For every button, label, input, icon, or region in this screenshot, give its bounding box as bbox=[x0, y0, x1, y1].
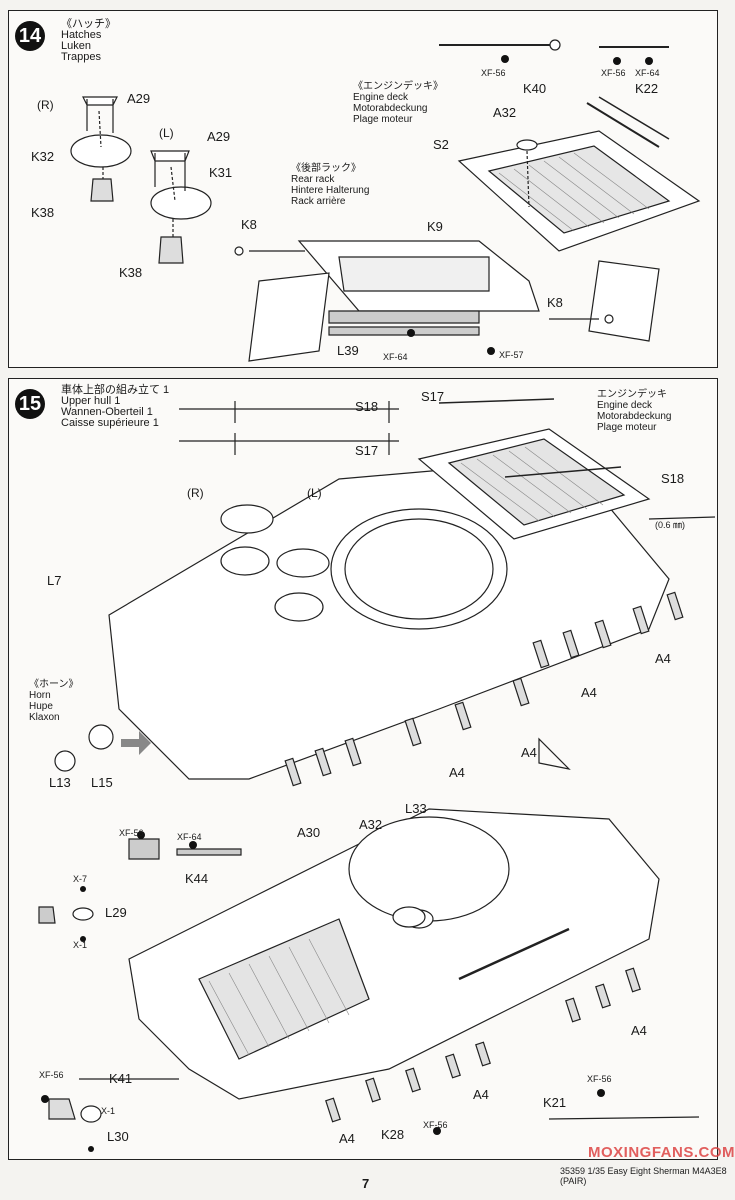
paint-l30: X-1 bbox=[101, 1106, 116, 1116]
right-hatch-marker: (R) bbox=[37, 98, 54, 112]
right-hatch-marker-15: (R) bbox=[187, 486, 204, 500]
part-s17-top: S17 bbox=[355, 443, 379, 458]
paint-rack-1: XF-64 bbox=[383, 352, 408, 362]
step-15-number: 15 bbox=[15, 389, 45, 419]
page-number: 7 bbox=[362, 1176, 370, 1191]
engine-deck-caption: 《エンジンデッキ》 Engine deck Motorabdeckung Pla… bbox=[353, 81, 443, 125]
part-a4-7: A4 bbox=[339, 1131, 355, 1146]
part-k41: K41 bbox=[109, 1071, 133, 1086]
step-14-number: 14 bbox=[15, 21, 45, 51]
part-a4-3: A4 bbox=[521, 745, 537, 760]
paint-deck-3: XF-64 bbox=[635, 68, 660, 78]
left-hatch-marker-15: (L) bbox=[307, 486, 322, 500]
part-a30: A30 bbox=[297, 825, 321, 840]
part-k8-left: K8 bbox=[241, 217, 257, 232]
step-14-illustration bbox=[70, 39, 701, 362]
part-a4-1: A4 bbox=[655, 651, 671, 666]
part-a29-left: A29 bbox=[207, 129, 231, 144]
part-s18-top: S18 bbox=[355, 399, 379, 414]
part-l7: L7 bbox=[47, 573, 62, 588]
part-k44: K44 bbox=[185, 871, 209, 886]
part-l33: L33 bbox=[405, 801, 427, 816]
paint-light-1: X-7 bbox=[73, 874, 88, 884]
rear-rack-caption: 《後部ラック》 Rear rack Hintere Halterung Rack… bbox=[291, 163, 370, 207]
paint-k21: XF-56 bbox=[587, 1074, 612, 1084]
part-a4-5: A4 bbox=[631, 1023, 647, 1038]
part-k38-right: K38 bbox=[31, 205, 55, 220]
part-a32: A32 bbox=[493, 105, 517, 120]
part-k28: K28 bbox=[381, 1127, 405, 1142]
part-l29: L29 bbox=[105, 905, 127, 920]
left-hatch-marker: (L) bbox=[159, 126, 174, 140]
part-a4-6: A4 bbox=[473, 1087, 489, 1102]
part-k40: K40 bbox=[523, 81, 547, 96]
part-s17-deck: S17 bbox=[421, 389, 445, 404]
paint-axe-1: XF-56 bbox=[119, 828, 144, 838]
part-k8-right: K8 bbox=[547, 295, 563, 310]
horn-caption: 《ホーン》 Horn Hupe Klaxon bbox=[29, 679, 79, 723]
paint-k41: XF-56 bbox=[39, 1070, 64, 1080]
step-15-illustration bbox=[38, 398, 716, 1152]
wire-size: (0.6 ㎜) bbox=[655, 520, 686, 530]
part-k22: K22 bbox=[635, 81, 659, 96]
part-k32: K32 bbox=[31, 149, 55, 164]
part-l13: L13 bbox=[49, 775, 71, 790]
step-14-title: 《ハッチ》 Hatches Luken Trappes bbox=[61, 18, 116, 63]
engine-deck-caption-15: エンジンデッキ Engine deck Motorabdeckung Plage… bbox=[597, 389, 672, 433]
part-k38-left: K38 bbox=[119, 265, 143, 280]
part-s2: S2 bbox=[433, 137, 449, 152]
step-15-title: 車体上部の組み立て 1 Upper hull 1 Wannen-Oberteil… bbox=[61, 384, 170, 429]
part-k31: K31 bbox=[209, 165, 233, 180]
paint-k28: XF-56 bbox=[423, 1120, 448, 1130]
part-k9: K9 bbox=[427, 219, 443, 234]
part-a4-2: A4 bbox=[581, 685, 597, 700]
part-l15: L15 bbox=[91, 775, 113, 790]
footer-code: 35359 1/35 Easy Eight Sherman M4A3E8 (PA… bbox=[560, 1166, 727, 1186]
part-a32-15: A32 bbox=[359, 817, 383, 832]
paint-axe-2: XF-64 bbox=[177, 832, 202, 842]
paint-deck-1: XF-56 bbox=[481, 68, 506, 78]
step-15-panel: 15 車体上部の組み立て 1 Upper hull 1 Wannen-Obert… bbox=[8, 378, 718, 1160]
part-l30: L30 bbox=[107, 1129, 129, 1144]
step-14-panel: 14 《ハッチ》 Hatches Luken Trappes bbox=[8, 10, 718, 368]
part-a4-4: A4 bbox=[449, 765, 465, 780]
paint-rack-2: XF-57 bbox=[499, 350, 524, 360]
watermark: MOXINGFANS.COM bbox=[588, 1144, 735, 1161]
part-l39: L39 bbox=[337, 343, 359, 358]
part-s18-deck: S18 bbox=[661, 471, 685, 486]
part-k21: K21 bbox=[543, 1095, 567, 1110]
paint-deck-2: XF-56 bbox=[601, 68, 626, 78]
part-a29-right: A29 bbox=[127, 91, 151, 106]
paint-light-2: X-1 bbox=[73, 940, 88, 950]
